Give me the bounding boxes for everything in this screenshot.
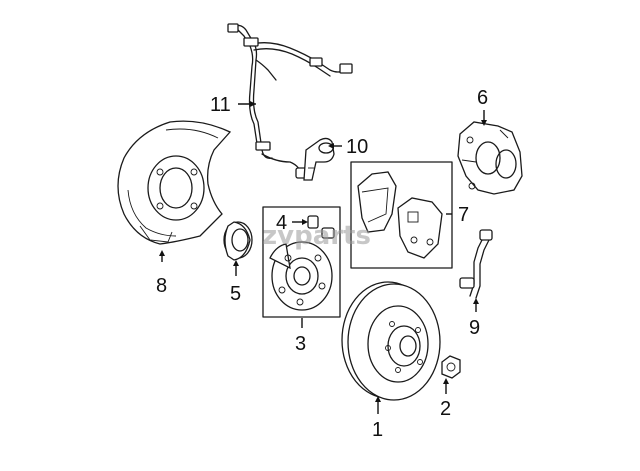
brake-pads[interactable]: [357, 171, 443, 259]
callout-8: 8: [156, 275, 167, 297]
callout-1: 1: [372, 419, 383, 441]
brake-rotor[interactable]: [341, 281, 441, 401]
watermark: zvparts: [262, 221, 371, 251]
leader-lines: [159, 101, 487, 414]
brake-pad-box: [350, 161, 453, 269]
callout-9: 9: [469, 317, 480, 339]
hub-assembly[interactable]: [269, 241, 333, 311]
callout-10: 10: [346, 136, 368, 158]
hub-bolt[interactable]: [307, 215, 335, 239]
callout-11: 11: [210, 94, 231, 116]
lug-nut[interactable]: [441, 355, 461, 379]
callout-labels: 11 10 6 7 4 8 5 3 9 2 1: [156, 87, 488, 441]
callout-6: 6: [477, 87, 488, 109]
callout-5: 5: [230, 283, 241, 305]
callout-7: 7: [458, 204, 469, 226]
dust-shield[interactable]: [117, 120, 232, 245]
hub-seal-ring[interactable]: [223, 221, 253, 261]
abs-speed-sensor[interactable]: [303, 137, 335, 181]
callout-2: 2: [440, 398, 451, 420]
callout-3: 3: [295, 333, 306, 355]
brake-caliper[interactable]: [457, 121, 523, 195]
hub-assembly-box: [262, 206, 341, 318]
brake-hose[interactable]: [459, 229, 493, 299]
callout-4: 4: [276, 212, 287, 234]
